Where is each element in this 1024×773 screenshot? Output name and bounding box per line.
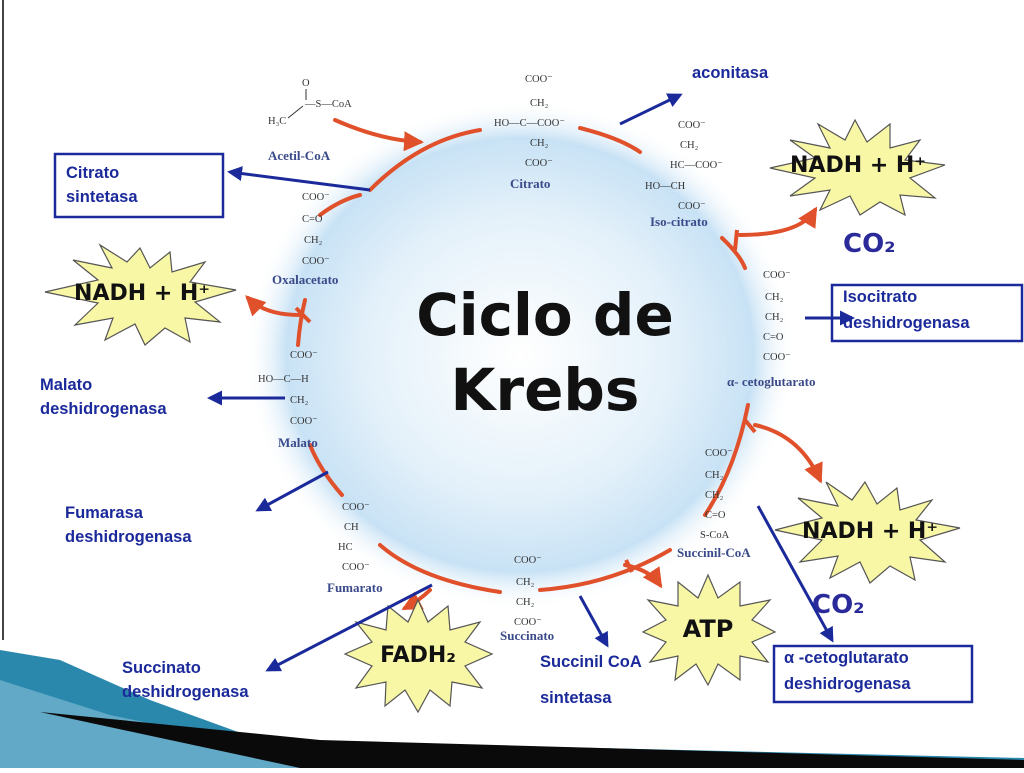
- box-citrato-sintetasa: [53, 152, 225, 219]
- svg-text:CH₂: CH₂: [680, 140, 699, 151]
- svg-text:CH₂: CH₂: [705, 490, 724, 501]
- enzyme-succinil-coa-sintetasa-2: sintetasa: [540, 689, 612, 707]
- svg-text:HC—COO⁻: HC—COO⁻: [670, 160, 723, 171]
- atp-label: ATP: [683, 615, 734, 643]
- molecule-citrato: COO⁻ CH₂ HO—C—COO⁻ CH₂ COO⁻ Citrato: [494, 74, 565, 191]
- svg-text:COO⁻: COO⁻: [705, 448, 733, 459]
- svg-text:COO⁻: COO⁻: [302, 192, 330, 203]
- svg-text:—S—CoA: —S—CoA: [304, 99, 352, 110]
- molecule-succinato: COO⁻ CH₂ CH₂ COO⁻ Succinato: [500, 555, 554, 643]
- enzyme-isocitrato-dh-1: Isocitrato: [843, 288, 917, 306]
- svg-text:COO⁻: COO⁻: [763, 352, 791, 363]
- enzyme-fumarasa-2: deshidrogenasa: [65, 528, 192, 546]
- nadh-label-3: NADH + H⁺: [802, 519, 938, 544]
- svg-text:C=O: C=O: [302, 214, 323, 225]
- svg-text:COO⁻: COO⁻: [525, 74, 553, 85]
- svg-text:C=O: C=O: [705, 510, 726, 521]
- citrato-label: Citrato: [510, 176, 550, 191]
- enzyme-aconitasa: aconitasa: [692, 64, 769, 82]
- isocitrato-label: Iso-citrato: [650, 214, 708, 229]
- burst-fadh2: FADH₂: [343, 598, 494, 714]
- succinato-label: Succinato: [500, 628, 554, 643]
- nadh-label-1: NADH + H⁺: [790, 153, 926, 178]
- burst-nadh-left: NADH + H⁺: [44, 243, 237, 346]
- enzyme-malato-dh-2: deshidrogenasa: [40, 400, 167, 418]
- acetil-coa-label: Acetil-CoA: [268, 148, 331, 163]
- svg-text:HO—C—COO⁻: HO—C—COO⁻: [494, 118, 565, 129]
- enzyme-isocitrato-dh-2: deshidrogenasa: [843, 314, 970, 332]
- molecule-cetoglutarato: COO⁻ CH₂ CH₂ C=O COO⁻ α- cetoglutarato: [727, 270, 815, 389]
- nadh-label-2: NADH + H⁺: [74, 281, 210, 306]
- enzyme-arrows: [207, 93, 855, 672]
- fumarato-label: Fumarato: [327, 580, 383, 595]
- center-glow: [245, 100, 795, 610]
- svg-text:CH₂: CH₂: [516, 577, 535, 588]
- enzyme-citrato-sintetasa-1: Citrato: [66, 164, 119, 182]
- svg-text:HO—CH: HO—CH: [645, 181, 686, 192]
- cycle-arrows: [245, 118, 823, 610]
- svg-text:HC: HC: [338, 542, 353, 553]
- svg-text:HO—C—H: HO—C—H: [258, 374, 309, 385]
- svg-text:CH₂: CH₂: [290, 395, 309, 406]
- svg-text:C=O: C=O: [763, 332, 784, 343]
- enzyme-succinato-dh-1: Succinato: [122, 659, 201, 677]
- burst-atp: ATP: [641, 573, 777, 687]
- svg-text:CH₂: CH₂: [765, 292, 784, 303]
- molecule-malato: COO⁻ HO—C—H CH₂ COO⁻ Malato: [258, 350, 318, 450]
- svg-text:S-CoA: S-CoA: [700, 530, 730, 541]
- svg-text:O: O: [302, 78, 310, 89]
- svg-text:COO⁻: COO⁻: [290, 350, 318, 361]
- svg-text:COO⁻: COO⁻: [763, 270, 791, 281]
- burst-nadh-top-right: NADH + H⁺: [769, 118, 946, 217]
- box-isocitrato-dh: [830, 283, 1024, 343]
- enzyme-malato-dh-1: Malato: [40, 376, 92, 394]
- bottom-decoration: [0, 650, 1024, 768]
- svg-text:CH₂: CH₂: [765, 312, 784, 323]
- svg-text:CH₂: CH₂: [530, 98, 549, 109]
- cycle-ticks: [294, 229, 757, 573]
- enzyme-fumarasa-1: Fumarasa: [65, 504, 144, 522]
- svg-text:COO⁻: COO⁻: [342, 502, 370, 513]
- svg-text:COO⁻: COO⁻: [514, 555, 542, 566]
- fadh2-label: FADH₂: [380, 643, 456, 668]
- title-line2: Krebs: [451, 356, 640, 424]
- svg-text:CH₂: CH₂: [516, 597, 535, 608]
- molecule-fumarato: COO⁻ CH HC COO⁻ Fumarato: [327, 502, 383, 595]
- molecule-isocitrato: COO⁻ CH₂ HC—COO⁻ HO—CH COO⁻ Iso-citrato: [645, 120, 723, 229]
- svg-text:COO⁻: COO⁻: [290, 416, 318, 427]
- succinil-coa-label: Succinil-CoA: [677, 545, 751, 560]
- title-line1: Ciclo de: [416, 281, 674, 349]
- svg-text:CH₂: CH₂: [705, 470, 724, 481]
- oxalacetato-label: Oxalacetato: [272, 272, 338, 287]
- molecule-oxalacetato: COO⁻ C=O CH₂ COO⁻ Oxalacetato: [272, 192, 338, 287]
- molecule-acetil-coa: O —S—CoA H₃C Acetil-CoA: [268, 78, 352, 163]
- molecule-succinil-coa: COO⁻ CH₂ CH₂ C=O S-CoA Succinil-CoA: [677, 448, 751, 560]
- svg-text:COO⁻: COO⁻: [525, 158, 553, 169]
- svg-text:COO⁻: COO⁻: [678, 120, 706, 131]
- co2-label-2: CO₂: [812, 590, 865, 620]
- svg-text:CH₂: CH₂: [530, 138, 549, 149]
- co2-label-1: CO₂: [843, 229, 896, 259]
- svg-text:COO⁻: COO⁻: [342, 562, 370, 573]
- burst-nadh-bottom-right: NADH + H⁺: [774, 480, 961, 584]
- svg-text:CH₂: CH₂: [304, 235, 323, 246]
- svg-text:COO⁻: COO⁻: [678, 201, 706, 212]
- svg-text:COO⁻: COO⁻: [514, 617, 542, 628]
- svg-text:COO⁻: COO⁻: [302, 256, 330, 267]
- malato-label: Malato: [278, 435, 318, 450]
- cetoglutarato-label: α- cetoglutarato: [727, 374, 815, 389]
- svg-text:H₃C: H₃C: [268, 116, 286, 127]
- box-cetoglutarato-dh: [772, 644, 974, 704]
- enzyme-succinato-dh-2: deshidrogenasa: [122, 683, 249, 701]
- enzyme-citrato-sintetasa-2: sintetasa: [66, 188, 138, 206]
- svg-text:CH: CH: [344, 522, 359, 533]
- enzyme-cetoglutarato-dh-1: α -cetoglutarato: [784, 649, 909, 667]
- enzyme-succinil-coa-sintetasa-1: Succinil CoA: [540, 653, 642, 671]
- enzyme-cetoglutarato-dh-2: deshidrogenasa: [784, 675, 911, 693]
